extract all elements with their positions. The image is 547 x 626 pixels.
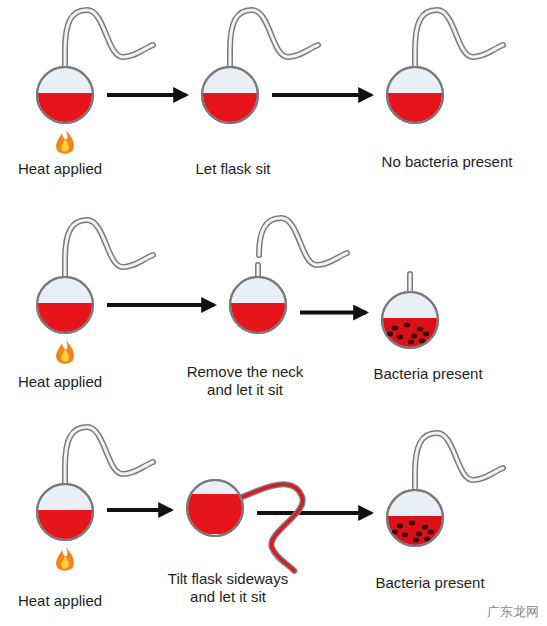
flask-outline — [387, 67, 443, 123]
step-arrow — [300, 311, 366, 315]
flask-node: Remove the neck and let it sit — [216, 275, 300, 335]
watermark: 广东龙网 — [487, 604, 539, 620]
step-caption: Let flask sit — [173, 160, 293, 178]
flask-node: Heat applied — [23, 275, 107, 335]
flask-drawing — [380, 274, 440, 358]
flame-outer — [56, 546, 74, 571]
step-caption: No bacteria present — [372, 153, 522, 171]
flask-outline — [187, 480, 243, 536]
flask-drawing — [385, 433, 503, 556]
flask-outline — [382, 292, 438, 348]
step-arrow — [272, 93, 371, 97]
flame-icon — [56, 129, 74, 154]
bacteria-dot — [413, 538, 419, 543]
flask-neck — [259, 218, 347, 265]
flask-node: Heat applied — [23, 482, 107, 542]
flask-node: No bacteria present — [373, 65, 457, 125]
flask-neck-bore — [240, 476, 327, 579]
flask-node: Heat applied — [23, 65, 107, 125]
flask-outline — [202, 67, 258, 123]
flame-inner — [61, 349, 68, 362]
flame-icon — [56, 339, 74, 364]
flask-neck — [65, 220, 153, 278]
step-caption: Heat applied — [5, 160, 115, 178]
flask-node: Bacteria present — [373, 488, 457, 548]
flask-neck — [415, 433, 503, 491]
flame-outer — [56, 339, 74, 364]
step-arrow — [107, 303, 214, 307]
flask-neck-bore — [65, 427, 153, 485]
step-caption: Remove the neck and let it sit — [179, 363, 311, 399]
flask-drawing — [185, 476, 327, 579]
bacteria-dot — [428, 530, 434, 535]
flask-drawing — [35, 10, 153, 154]
flask-node: Bacteria present — [368, 290, 452, 350]
step-arrow — [257, 511, 371, 515]
flask-neck — [240, 476, 327, 579]
flask-drawing — [35, 220, 153, 364]
flask-neck-bore — [259, 218, 347, 265]
flask-drawing — [200, 10, 318, 133]
bacteria-dot — [402, 533, 408, 538]
bacteria-dot — [409, 521, 415, 526]
flask-outline — [230, 277, 286, 333]
flame-inner — [61, 139, 68, 152]
flask-neck — [230, 10, 318, 68]
flame-inner — [61, 556, 68, 569]
flame-icon — [56, 546, 74, 571]
flask-illustration — [113, 368, 373, 588]
flask-node: Let flask sit — [188, 65, 272, 125]
flask-neck — [407, 274, 413, 293]
bacteria-dot — [408, 340, 414, 345]
flask-neck — [415, 10, 503, 68]
flask-neck-bore — [230, 10, 318, 68]
bacteria-dot — [397, 335, 403, 340]
flask-outline — [37, 67, 93, 123]
step-caption: Heat applied — [5, 373, 115, 391]
step-caption: Tilt flask sideways and let it sit — [157, 570, 299, 606]
bacteria-dot — [404, 323, 410, 328]
bacteria-dot — [417, 327, 423, 332]
bacteria-dot — [419, 339, 425, 344]
step-arrow — [107, 508, 171, 512]
step-arrow — [107, 93, 186, 97]
flask-drawing — [35, 427, 153, 571]
bacteria-dot — [392, 326, 398, 331]
step-caption: Heat applied — [5, 592, 115, 610]
flask-illustration — [0, 0, 223, 175]
flask-illustration — [128, 0, 388, 175]
bacteria-dot — [416, 532, 422, 537]
flask-illustration — [313, 0, 547, 175]
flask-outline — [37, 484, 93, 540]
step-caption: Bacteria present — [363, 365, 493, 383]
bacteria-dot — [411, 334, 417, 339]
flask-neck-bore — [409, 274, 412, 293]
flask-neck-bore — [65, 220, 153, 278]
flask-illustration — [0, 372, 223, 592]
step-caption: Bacteria present — [365, 574, 495, 592]
flask-illustration — [0, 165, 223, 385]
flask-neck — [65, 427, 153, 485]
flask-neck-bore — [415, 433, 503, 491]
bacteria-dot — [424, 537, 430, 542]
flask-outline — [387, 490, 443, 546]
flask-drawing — [228, 218, 347, 343]
flask-neck — [65, 10, 153, 68]
bacteria-dot — [422, 525, 428, 530]
flask-neck-bore — [415, 10, 503, 68]
flask-drawing — [385, 10, 503, 133]
flask-illustration — [313, 378, 547, 598]
flask-outline — [37, 277, 93, 333]
bacteria-dot — [423, 332, 429, 337]
bacteria-dot — [397, 524, 403, 529]
flask-neck-bore — [65, 10, 153, 68]
flame-outer — [56, 129, 74, 154]
flask-node: Tilt flask sideways and let it sit — [173, 478, 257, 538]
flask-illustration — [156, 165, 416, 385]
